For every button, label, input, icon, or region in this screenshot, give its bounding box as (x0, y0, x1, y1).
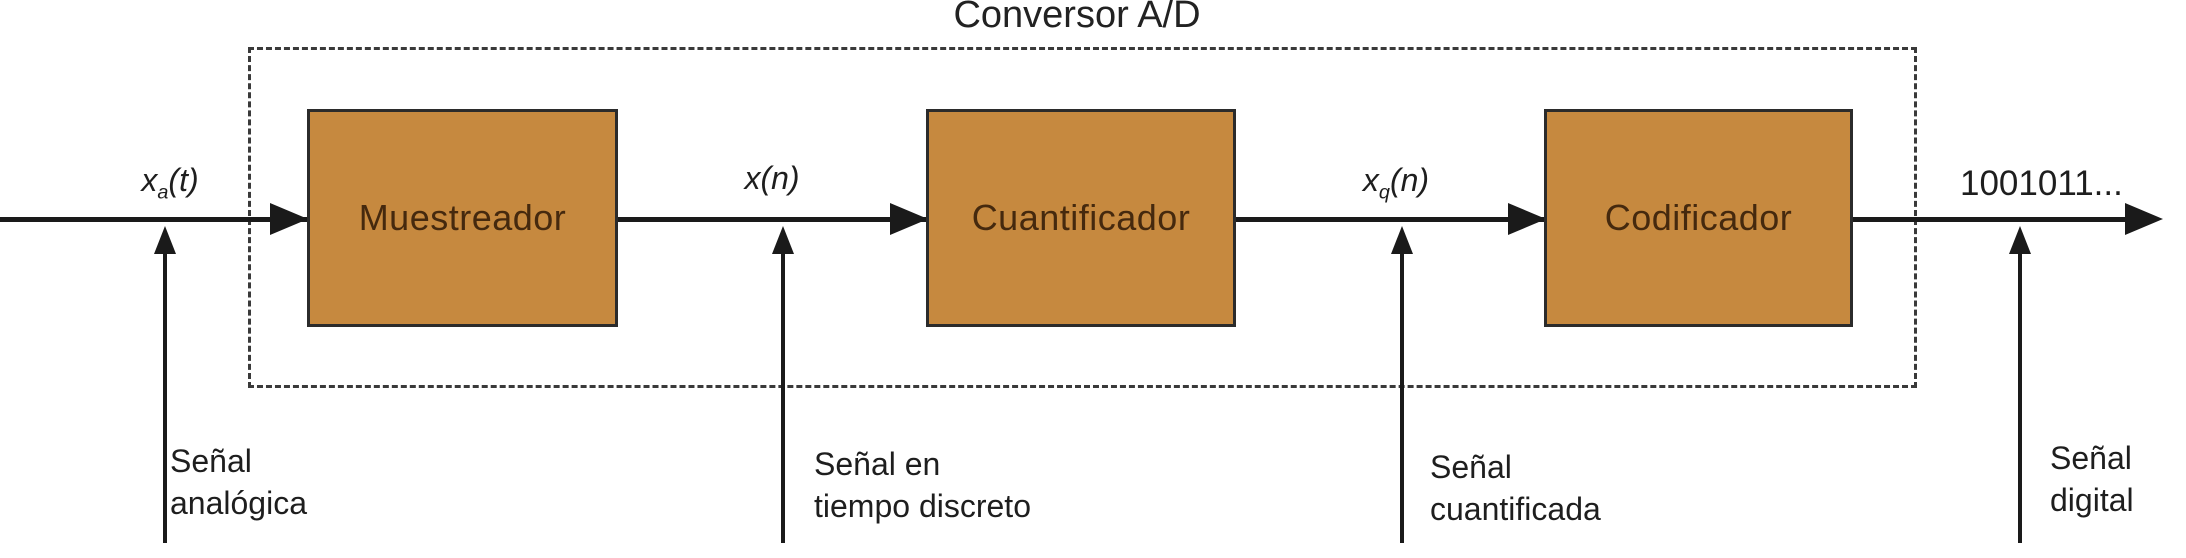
caption-line: digital (2050, 482, 2134, 519)
signal-args: (n) (1389, 162, 1430, 198)
caption-senal-tiempo-discreto: Señal en tiempo discreto (814, 443, 1031, 527)
arrowhead-up-icon (1391, 226, 1413, 254)
arrowhead-up-icon (154, 226, 176, 254)
arrowhead-right-icon (2125, 203, 2163, 235)
caption-line: cuantificada (1430, 491, 1601, 528)
arrowhead-up-icon (2009, 226, 2031, 254)
signal-label-quantized: xq(n) (1362, 162, 1430, 202)
block-cuantificador: Cuantificador (926, 109, 1236, 327)
signal-label-analog: xa(t) (141, 162, 199, 202)
signal-var: x (141, 162, 158, 198)
caption-line: tiempo discreto (814, 488, 1031, 525)
pointer-line-analog (163, 250, 167, 543)
pointer-line-digital (2018, 250, 2022, 543)
pointer-line-quantized (1400, 250, 1404, 543)
signal-var: x (1362, 162, 1379, 198)
block-muestreador-label: Muestreador (358, 197, 567, 238)
block-codificador-label: Codificador (1604, 197, 1793, 238)
digital-output-value: 1001011... (1960, 164, 2123, 203)
arrowhead-right-icon (270, 203, 308, 235)
caption-line: analógica (170, 485, 307, 522)
signal-label-discrete: x(n) (744, 160, 799, 197)
signal-args: (t) (168, 162, 199, 198)
caption-senal-digital: Señal digital (2050, 437, 2134, 521)
arrowhead-right-icon (890, 203, 928, 235)
signal-subscript: q (1378, 181, 1390, 204)
caption-line: Señal en (814, 446, 941, 482)
diagram-title: Conversor A/D (953, 0, 1201, 36)
arrowhead-up-icon (772, 226, 794, 254)
caption-line: Señal (1430, 449, 1512, 485)
arrowhead-right-icon (1508, 203, 1546, 235)
block-codificador: Codificador (1544, 109, 1853, 327)
caption-line: Señal (170, 443, 252, 479)
caption-senal-analogica: Señal analógica (170, 440, 307, 524)
block-cuantificador-label: Cuantificador (971, 197, 1191, 238)
signal-subscript: a (157, 181, 169, 204)
caption-line: Señal (2050, 440, 2132, 476)
block-muestreador: Muestreador (307, 109, 618, 327)
pointer-line-discrete (781, 250, 785, 543)
signal-var: x (744, 160, 761, 196)
caption-senal-cuantificada: Señal cuantificada (1430, 446, 1601, 530)
signal-args: (n) (760, 160, 800, 196)
